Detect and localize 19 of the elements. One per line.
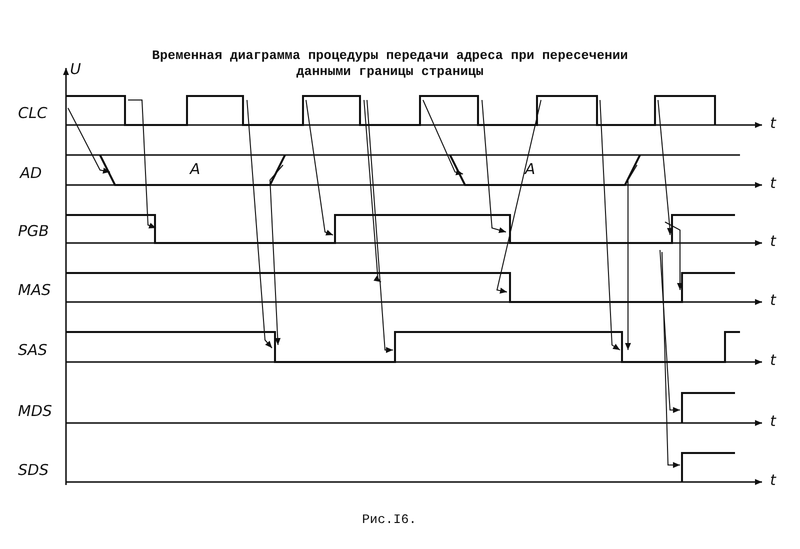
axis-label: t <box>770 291 776 309</box>
signal-name: MAS <box>18 281 51 299</box>
signal-name: AD <box>20 164 42 182</box>
diagram-title: Временная диаграмма процедуры передачи адреса при пересечении данными границы страницы <box>151 48 629 80</box>
axis-label: t <box>770 412 776 430</box>
signal-name: SAS <box>18 341 48 359</box>
axis-label: t <box>770 351 776 369</box>
signal-name: SDS <box>18 461 49 479</box>
axis-label: t <box>770 471 776 489</box>
axis-label: t <box>770 232 776 250</box>
signal-name: PGB <box>18 222 49 240</box>
figure-caption: Рис.I6. <box>362 512 417 527</box>
signal-name: CLC <box>18 104 48 122</box>
signal-name: MDS <box>18 402 52 420</box>
axis-label: U <box>70 60 81 78</box>
axis-label: t <box>770 114 776 132</box>
axis-label: t <box>770 174 776 192</box>
bus-value-label: A <box>525 160 536 178</box>
bus-value-label: A <box>190 160 200 178</box>
